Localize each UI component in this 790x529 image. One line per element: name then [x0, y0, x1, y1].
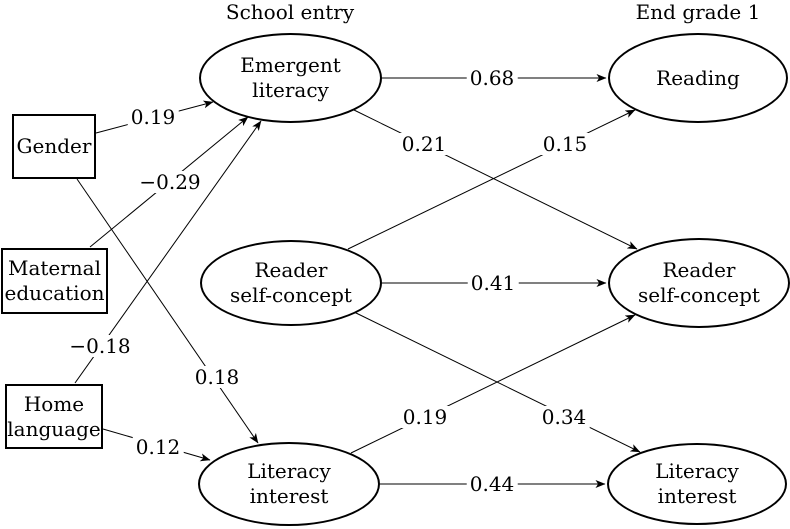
node-home-language: Home language: [5, 384, 103, 449]
node-maternal-education: Maternal education: [1, 248, 108, 314]
coefficient-home-language-emergent-literacy: −0.18: [66, 335, 134, 357]
node-gender: Gender: [12, 114, 96, 179]
node-emergent-literacy: Emergent literacy: [199, 33, 382, 123]
path-literacy-interest-entry-to-reader-self-concept-end: [350, 314, 636, 454]
path-gender-to-literacy-interest-entry: [76, 178, 259, 444]
coefficient-literacy-interest-reader-self-concept: 0.19: [399, 406, 451, 428]
coefficient-emergent-literacy-reading: 0.68: [466, 67, 518, 89]
coefficient-gender-emergent-literacy: 0.19: [127, 106, 179, 128]
node-reader-self-concept-entry: Reader self-concept: [200, 240, 382, 326]
node-literacy-interest-entry: Literacy interest: [198, 442, 380, 526]
coefficient-reader-self-concept-stability: 0.41: [467, 272, 519, 294]
coefficient-emergent-literacy-reader-self-concept: 0.21: [398, 133, 450, 155]
column-header-end-grade-1: End grade 1: [635, 0, 761, 24]
path-reader-self-concept-entry-to-reading: [347, 109, 636, 250]
coefficient-reader-self-concept-literacy-interest: 0.34: [538, 406, 590, 428]
node-reader-self-concept-end: Reader self-concept: [608, 238, 790, 328]
node-reading: Reading: [608, 33, 788, 123]
coefficient-reader-self-concept-reading: 0.15: [539, 133, 591, 155]
coefficient-gender-literacy-interest: 0.18: [191, 366, 243, 388]
coefficient-home-language-literacy-interest: 0.12: [132, 436, 184, 458]
coefficient-literacy-interest-stability: 0.44: [466, 473, 518, 495]
column-header-school-entry: School entry: [225, 0, 355, 24]
path-emergent-literacy-to-reader-self-concept-end: [353, 109, 638, 250]
coefficient-maternal-education-emergent-literacy: −0.29: [136, 171, 204, 193]
node-literacy-interest-end: Literacy interest: [607, 443, 787, 525]
